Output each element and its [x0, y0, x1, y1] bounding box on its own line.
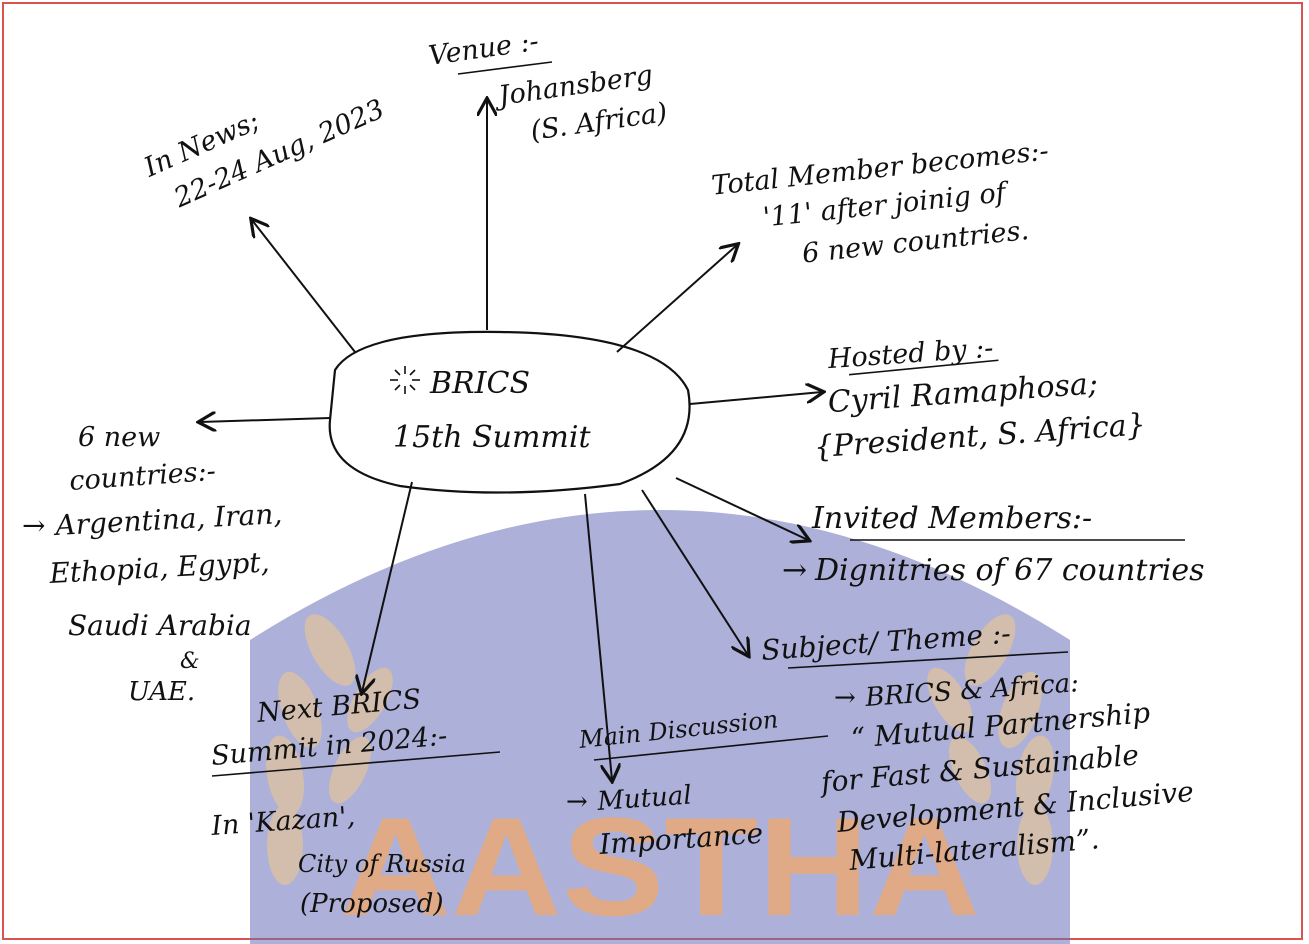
arrow-next: [362, 481, 413, 692]
venue-underline: [457, 61, 553, 75]
arrow-members: [616, 245, 737, 353]
next-line4: City of Russia: [298, 850, 466, 878]
arrow-new-countries: [200, 418, 331, 422]
hosted-name: Cyril Ramaphosa;: [827, 366, 1099, 420]
next-line5: (Proposed): [300, 889, 444, 919]
watermark-text: AASTHA: [340, 788, 980, 944]
center-ellipse: [328, 330, 691, 494]
node-new-countries: 6 new countries:- → Argentina, Iran, Eth…: [22, 422, 283, 707]
node-venue: Venue :- Johansberg (S. Africa): [427, 26, 670, 147]
theme-underline: [787, 651, 1069, 669]
new-countries-line4: Ethopia, Egypt,: [48, 546, 271, 591]
discussion-arrow: →: [566, 787, 588, 817]
invited-detail: Dignitries of 67 countries: [814, 553, 1205, 588]
center-node: BRICS 15th Summit: [328, 330, 691, 494]
watermark-arch: [250, 510, 1070, 944]
arrow-invited: [675, 477, 808, 540]
node-news: In News; 22-24 Aug, 2023: [139, 94, 389, 215]
node-invited: Invited Members:- → Dignitries of 67 cou…: [782, 501, 1205, 588]
new-countries-line6: &: [180, 649, 200, 674]
invited-detail-arrow: →: [782, 553, 807, 588]
center-title: BRICS: [429, 366, 530, 401]
next-underline: [211, 751, 501, 777]
arrow-news: [252, 220, 356, 353]
invited-heading: Invited Members:-: [811, 501, 1092, 536]
laurel-left-icon: [265, 614, 393, 885]
new-countries-line1: 6 new: [78, 422, 160, 453]
center-subtitle: 15th Summit: [393, 420, 591, 455]
new-countries-line2: countries:-: [68, 456, 216, 497]
laurel-right-icon: [927, 614, 1055, 885]
new-countries-arrow: →: [22, 509, 45, 542]
discussion-line2: Mutual: [595, 780, 692, 817]
new-countries-line3: Argentina, Iran,: [52, 497, 283, 542]
discussion-underline: [593, 735, 829, 761]
sparkle-icon: [390, 366, 420, 394]
new-countries-line5: Saudi Arabia: [68, 609, 252, 642]
connectors: [200, 100, 822, 780]
arrow-discussion: [584, 493, 612, 780]
theme-arrow: →: [834, 683, 856, 713]
new-countries-line7: UAE.: [128, 677, 195, 707]
node-hosted: Hosted by :- Cyril Ramaphosa; {President…: [813, 333, 1147, 466]
arrow-theme: [641, 489, 748, 655]
node-members: Total Member becomes:- '11' after joinig…: [710, 136, 1050, 270]
arrow-hosted: [689, 392, 822, 405]
watermark: AASTHA: [250, 510, 1070, 944]
hosted-underline: [848, 359, 999, 376]
